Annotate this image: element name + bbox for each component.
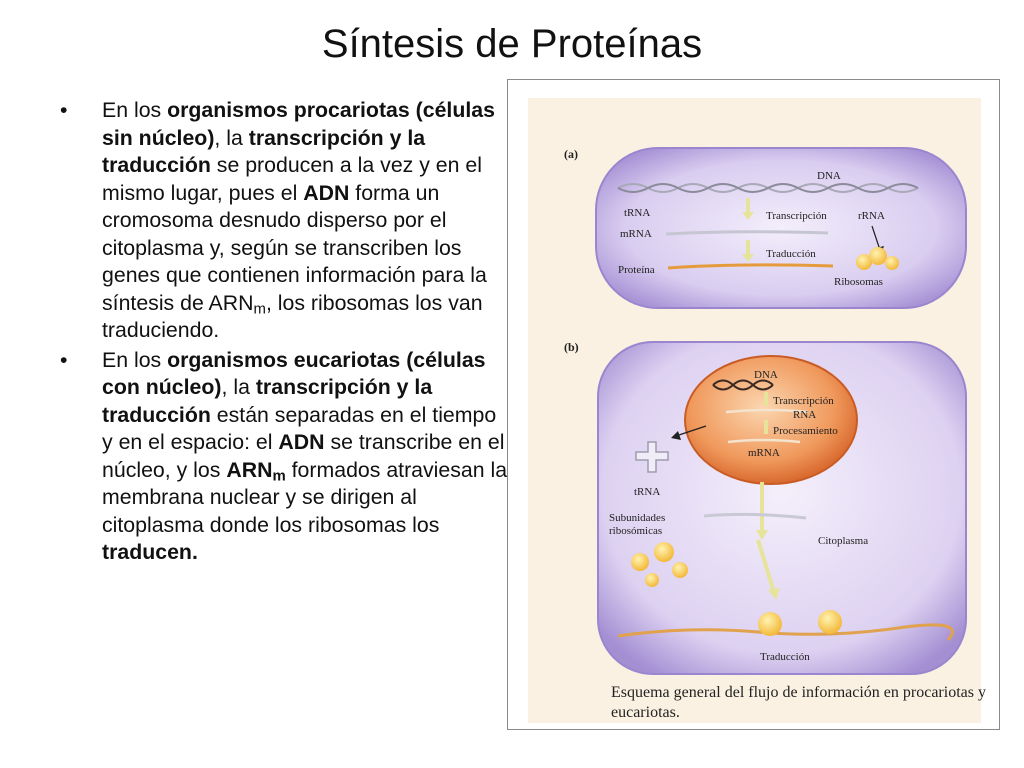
translation-arrowhead-a — [742, 254, 754, 262]
ribosome-subunit-1 — [631, 553, 649, 571]
trna-export-arrowhead — [671, 431, 681, 440]
translation-label-b: Traducción — [760, 651, 810, 663]
translating-ribosome-2 — [818, 610, 842, 634]
translation-label-a: Traducción — [766, 248, 816, 260]
figure-diagram: (a) DNA tRNA Transcripción rRNA mRNA Tra… — [528, 98, 981, 723]
rrna-label-a: rRNA — [858, 210, 885, 222]
translation-arrowhead-b — [768, 588, 780, 600]
text: , la — [221, 375, 256, 399]
mrna-export-arrowhead — [756, 530, 768, 540]
rrna-arrow-a — [871, 225, 881, 251]
ribosome-subunit-3 — [672, 562, 688, 578]
text: En los — [102, 347, 168, 372]
text: , los ribosomas los van traduciendo. — [102, 290, 483, 343]
ribosomes-label-a: Ribosomas — [834, 276, 883, 288]
bold-text: ADN — [303, 180, 350, 205]
subunits-label-2: ribosómicas — [609, 525, 662, 537]
bold-text: transcripción y la traducción — [102, 375, 433, 427]
trna-molecule-icon — [635, 441, 669, 473]
bold-text: traducen. — [102, 540, 198, 564]
translating-ribosome-1 — [758, 612, 782, 636]
ribosome-subunit-4 — [645, 573, 659, 587]
rna-strand-b — [725, 408, 809, 414]
panel-a-label: (a) — [564, 147, 578, 161]
mrna-label-b: mRNA — [748, 447, 780, 459]
protein-label-a: Proteína — [618, 264, 655, 276]
bold-text: ARN — [226, 457, 273, 482]
processing-label-b: Procesamiento — [773, 425, 838, 437]
subscript: m — [253, 301, 266, 318]
transcription-arrowhead-a — [742, 212, 754, 220]
mrna-cytoplasm-b — [703, 512, 807, 520]
subunits-label-1: Subunidades — [609, 512, 665, 524]
text: forma un cromosoma desnudo disperso por … — [102, 180, 487, 315]
text: En los — [102, 98, 168, 122]
text: , la — [214, 125, 249, 150]
dna-strand-a2 — [617, 183, 919, 193]
ribosome-a2 — [869, 247, 887, 265]
bold-text: ADN — [278, 430, 325, 454]
translation-arrow-b — [756, 539, 776, 593]
bullet-dot-icon: • — [60, 98, 68, 122]
ribosome-a1 — [856, 254, 872, 270]
bold-text: transcripción y la traducción — [102, 125, 426, 178]
panel-b-label: (b) — [564, 340, 579, 354]
trna-export-arrow — [675, 425, 707, 437]
transcription-label-b: Transcripción — [773, 395, 834, 407]
bullet-dot-icon: • — [60, 347, 68, 372]
mrna-strand-b — [727, 438, 801, 444]
bullet-eukaryotes: • En los organismos eucariotas (células … — [60, 347, 510, 567]
ribosome-subunit-2 — [654, 542, 674, 562]
figure-caption: Esquema general del flujo de información… — [611, 684, 986, 721]
slide-title: Síntesis de Proteínas — [321, 22, 703, 66]
protein-synthesis-figure: (a) DNA tRNA Transcripción rRNA mRNA Tra… — [507, 79, 1000, 730]
rna-label-b: RNA — [793, 409, 816, 421]
mrna-strand-a — [665, 230, 829, 236]
text: se transcribe en el núcleo, y los — [102, 430, 505, 482]
bold-text: organismos procariotas (células sin núcl… — [102, 98, 495, 150]
subscript: m — [272, 468, 286, 485]
bold-text: organismos eucariotas (células con núcle… — [102, 347, 486, 400]
bullet-prokaryotes: • En los organismos procariotas (células… — [60, 97, 510, 345]
protein-chain-a — [667, 263, 834, 270]
transcription-label-a: Transcripción — [766, 210, 827, 222]
text: están separadas en el tiempo y en el esp… — [102, 402, 497, 455]
dna-label-b: DNA — [754, 369, 778, 381]
translation-mrna-b — [617, 623, 954, 642]
dna-strand-b1 — [712, 379, 774, 391]
text: formados atraviesan la membrana nuclear … — [102, 457, 508, 537]
ribosome-a3 — [885, 256, 899, 270]
dna-strand-b2 — [712, 379, 774, 391]
trna-label-b: tRNA — [634, 486, 660, 498]
mrna-label-a: mRNA — [620, 228, 652, 240]
dna-label-a: DNA — [817, 170, 841, 182]
bullet-list: • En los organismos procariotas (células… — [60, 97, 510, 569]
trna-label-a: tRNA — [624, 207, 650, 219]
text: se producen a la vez y en el mismo lugar… — [102, 153, 482, 205]
cytoplasm-label: Citoplasma — [818, 535, 868, 547]
